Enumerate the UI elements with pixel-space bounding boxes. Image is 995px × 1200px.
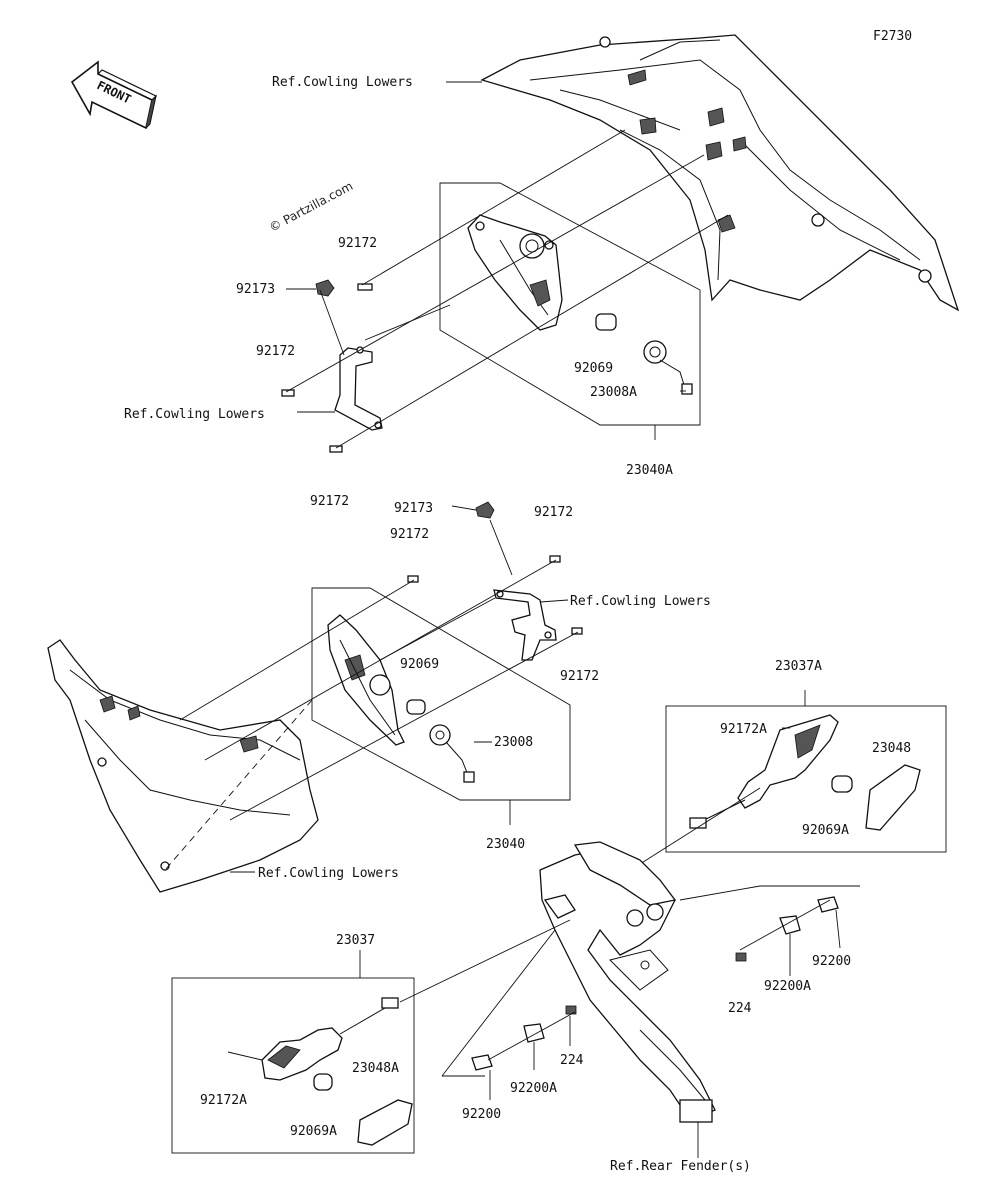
bolt-92172-mid-right: [549, 555, 561, 563]
bolt-92172-left: [281, 389, 295, 397]
bulb-92069-upper: [595, 313, 617, 331]
label-ref-cowling-bottom: Ref.Cowling Lowers: [258, 866, 399, 881]
label-92172-e: 92172: [390, 527, 429, 542]
bolt-92172-lower: [329, 445, 343, 453]
label-92172-b: 92172: [256, 344, 295, 359]
lower-cowling-left: [47, 639, 319, 893]
label-92172A-b: 92172A: [200, 1093, 247, 1108]
bulb-92069A-left: [313, 1073, 333, 1091]
label-23040: 23040: [486, 837, 525, 852]
lens-23048: [865, 764, 921, 831]
turn-signal-housing-upper: [467, 214, 563, 331]
screw-224-right: [735, 952, 747, 962]
label-92200A-a: 92200A: [510, 1081, 557, 1096]
label-224-b: 224: [728, 1001, 752, 1016]
turn-signal-left: [261, 997, 399, 1081]
label-23037: 23037: [336, 933, 375, 948]
label-23008A: 23008A: [590, 385, 637, 400]
label-224-a: 224: [560, 1053, 584, 1068]
label-92173-b: 92173: [394, 501, 433, 516]
socket-23008: [429, 724, 475, 783]
watermark: © Partzilla.com: [267, 179, 355, 235]
label-92069A-b: 92069A: [290, 1124, 337, 1139]
label-ref-cowling-mid: Ref.Cowling Lowers: [570, 594, 711, 609]
label-92172A-a: 92172A: [720, 722, 767, 737]
label-23048: 23048: [872, 741, 911, 756]
screw-224-left: [565, 1005, 577, 1015]
label-92069-a: 92069: [574, 361, 613, 376]
label-92069A-a: 92069A: [802, 823, 849, 838]
box-23037A: [665, 705, 947, 853]
label-92200-b: 92200: [812, 954, 851, 969]
front-arrow-icon: FRONT: [70, 60, 158, 130]
lens-23048A: [357, 1099, 413, 1146]
bulb-92069A-right: [831, 775, 853, 793]
box-23040A: [439, 182, 701, 426]
label-ref-cowling-left: Ref.Cowling Lowers: [124, 407, 265, 422]
label-ref-rear-fender: Ref.Rear Fender(s): [610, 1159, 751, 1174]
bracket-upper: [334, 346, 383, 431]
label-92172-c: 92172: [310, 494, 349, 509]
label-ref-cowling-top: Ref.Cowling Lowers: [272, 75, 413, 90]
label-92069-b: 92069: [400, 657, 439, 672]
label-23040A: 23040A: [626, 463, 673, 478]
bulb-92069-middle: [406, 699, 426, 715]
figure-code: F2730: [873, 29, 912, 44]
label-92172-f: 92172: [560, 669, 599, 684]
bolt-92172-mid-left: [407, 575, 419, 583]
bolt-92172-mid-lower: [571, 627, 583, 635]
label-92200A-b: 92200A: [764, 979, 811, 994]
label-92172-d: 92172: [534, 505, 573, 520]
nut-92200A-left: [523, 1023, 545, 1043]
grommet-92200-right: [817, 896, 839, 913]
label-23037A: 23037A: [775, 659, 822, 674]
box-23037: [171, 977, 415, 1154]
label-92172-a: 92172: [338, 236, 377, 251]
clip-92173-upper: [315, 279, 335, 297]
socket-23008A: [643, 340, 693, 395]
turn-signal-right: [689, 714, 839, 829]
turn-signal-housing-middle: [327, 614, 405, 746]
clip-92173-middle: [475, 501, 495, 519]
bolt-92172-upper: [357, 283, 373, 291]
box-23040: [311, 587, 571, 801]
grommet-92200-left: [471, 1054, 493, 1071]
upper-cowling-panel: [480, 34, 960, 312]
rear-fender-bracket: [539, 841, 716, 1123]
nut-92200A-right: [779, 915, 801, 935]
label-23048A: 23048A: [352, 1061, 399, 1076]
label-92173-a: 92173: [236, 282, 275, 297]
bracket-middle: [493, 589, 557, 661]
label-92200-a: 92200: [462, 1107, 501, 1122]
label-23008: 23008: [494, 735, 533, 750]
